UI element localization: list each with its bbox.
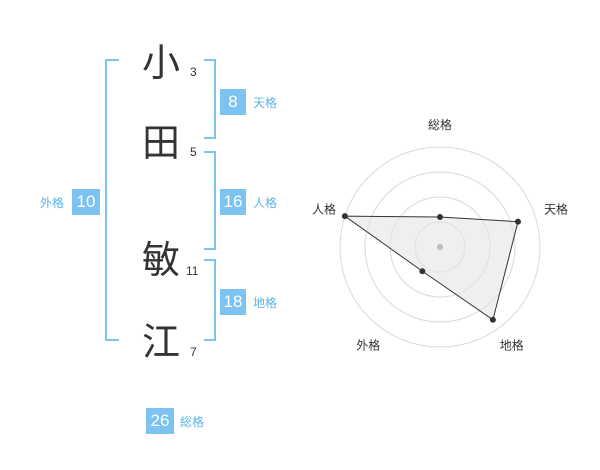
radar-axis-label-1: 天格 <box>544 201 568 216</box>
chikaku-bracket <box>204 259 216 341</box>
radar-axis-label-2: 地格 <box>500 338 524 353</box>
radar-point-1 <box>514 218 521 225</box>
radar-ring-3 <box>364 171 516 323</box>
radar-axis-label-4: 人格 <box>312 201 336 216</box>
radar-ring-4 <box>339 146 541 348</box>
stroke-count-4: 7 <box>190 345 197 359</box>
jinkaku-bracket <box>204 151 216 250</box>
radar-point-3 <box>419 268 426 275</box>
radar-point-4 <box>341 213 348 220</box>
name-char-2: 田 <box>141 121 180 165</box>
tenkaku-value: 8 <box>220 89 246 115</box>
radar-point-0 <box>437 214 443 220</box>
stroke-count-1: 3 <box>190 65 197 79</box>
jinkaku-value: 16 <box>220 189 246 215</box>
radar-center <box>437 244 443 250</box>
soukaku-label: 総格 <box>180 415 205 429</box>
jinkaku-label: 人格 <box>253 196 278 210</box>
radar-axis-label-3: 外格 <box>356 338 380 353</box>
name-char-3: 敏 <box>141 238 180 282</box>
gaikaku-label: 外格 <box>40 196 65 210</box>
name-char-4: 江 <box>141 320 180 364</box>
radar-axis-label-0: 総格 <box>428 117 452 132</box>
stroke-count-2: 5 <box>190 145 197 159</box>
soukaku-value: 26 <box>146 408 174 434</box>
name-char-1: 小 <box>141 41 180 85</box>
tenkaku-bracket <box>204 59 216 139</box>
chikaku-label: 地格 <box>253 296 278 310</box>
radar-polygon <box>343 215 519 321</box>
chikaku-value: 18 <box>220 289 246 315</box>
tenkaku-label: 天格 <box>253 96 278 110</box>
gaikaku-value: 10 <box>72 189 100 215</box>
stroke-count-3: 11 <box>186 264 199 278</box>
radar-point-2 <box>489 316 496 323</box>
gaikaku-bracket <box>105 59 119 341</box>
